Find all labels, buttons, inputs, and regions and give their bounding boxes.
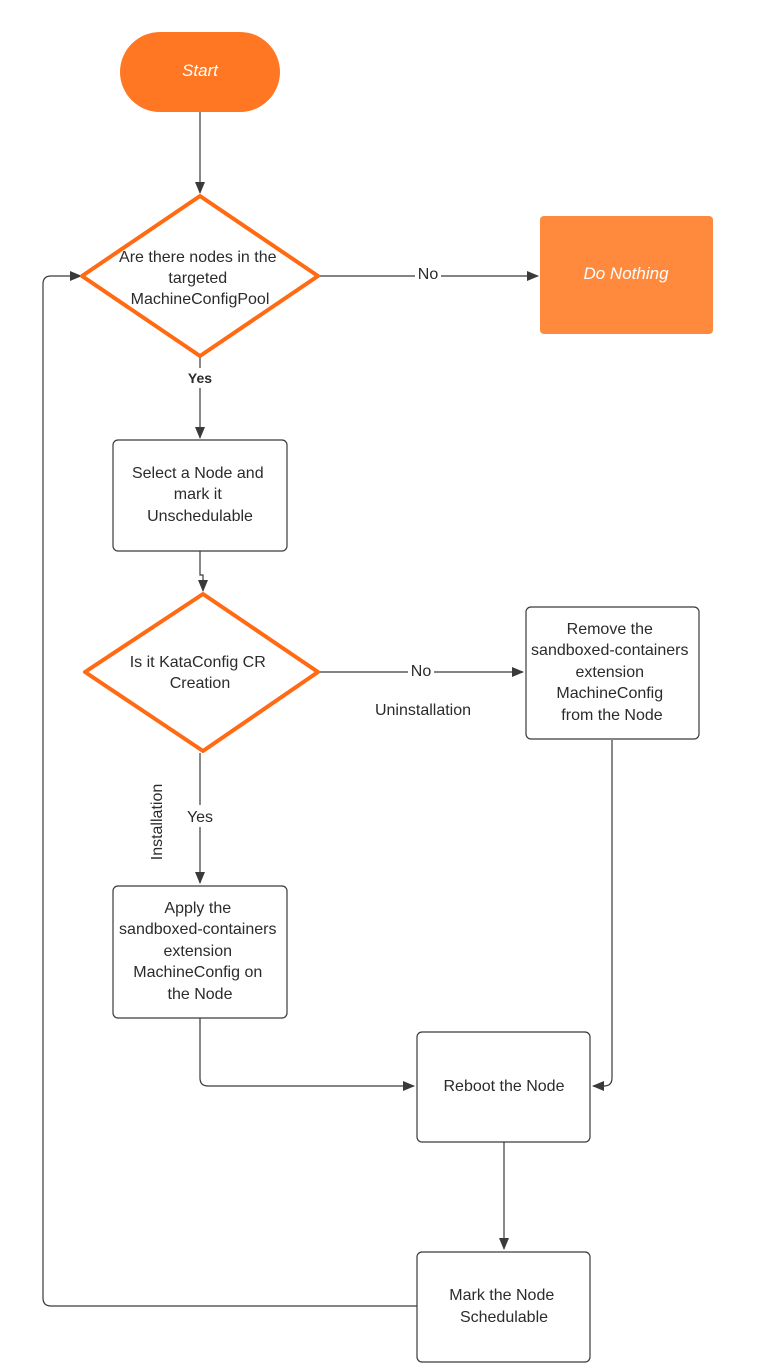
start-node: Start <box>120 32 280 112</box>
edge-label-bg-no-1 <box>415 265 441 285</box>
select-node-label-line-3: Unschedulable <box>147 508 253 525</box>
select-node-shape <box>112 439 288 552</box>
start-shape <box>120 32 280 112</box>
mark-schedulable-label: Mark the Node Schedulable <box>449 1287 558 1326</box>
edge-mark-loop-to-decision <box>42 271 417 1307</box>
edge-label-yes-1: Yes <box>188 370 212 386</box>
apply-mc-label-line-5: the Node <box>168 986 233 1003</box>
select-node-label-line-1: Select a Node and <box>132 465 264 482</box>
decision-nodes-in-pool: Are there nodes in the targeted MachineC… <box>80 194 320 358</box>
decision-kataconfig-creation: Is it KataConfig CR Creation <box>83 592 320 753</box>
decision-nodes-label: Are there nodes in the targeted MachineC… <box>119 249 281 308</box>
remove-mc-label-line-4: MachineConfig <box>556 685 663 702</box>
apply-machineconfig-box: Apply the sandboxed-containers extension… <box>112 885 288 1019</box>
edge-label-installation: Installation <box>149 784 166 861</box>
apply-mc-label-line-4: MachineConfig on <box>133 964 262 981</box>
apply-mc-label-line-2: sandboxed-containers <box>119 921 276 938</box>
apply-mc-label: Apply the sandboxed-containers extension… <box>119 900 281 1003</box>
edge-label-bg-yes-2 <box>183 805 217 827</box>
decision-nodes-label-line-2: targeted <box>168 270 227 287</box>
decision-nodes-label-line-1: Are there nodes in the <box>119 249 277 266</box>
mark-schedulable-label-line-1: Mark the Node <box>449 1287 554 1304</box>
edge-select-to-kata-decision <box>198 551 208 592</box>
remove-mc-shape <box>525 606 700 740</box>
mark-schedulable-shape <box>416 1251 591 1363</box>
reboot-node-box: Reboot the Node <box>416 1031 591 1143</box>
decision-kata-shape <box>83 592 320 753</box>
edge-label-no-2: No <box>411 663 432 680</box>
decision-kata-label-line-1: Is it KataConfig CR <box>130 654 266 671</box>
start-label: Start <box>182 61 219 80</box>
select-node-label-line-2: mark it <box>174 486 223 503</box>
mark-schedulable-label-line-2: Schedulable <box>460 1309 548 1326</box>
edge-apply-to-reboot <box>199 1018 415 1091</box>
edge-remove-to-reboot <box>592 740 613 1091</box>
remove-mc-label: Remove the sandboxed-containers extensio… <box>531 621 693 724</box>
remove-mc-label-line-5: from the Node <box>561 707 662 724</box>
edge-label-no-1: No <box>418 266 439 283</box>
remove-mc-label-line-3: extension <box>576 664 645 681</box>
edge-label-yes-2: Yes <box>187 809 213 826</box>
remove-mc-label-line-1: Remove the <box>567 621 653 638</box>
decision-kata-label: Is it KataConfig CR Creation <box>130 654 271 692</box>
do-nothing-node: Do Nothing <box>540 216 713 334</box>
apply-mc-label-line-3: extension <box>164 943 233 960</box>
apply-mc-shape <box>112 885 288 1019</box>
select-node-label: Select a Node and mark it Unschedulable <box>132 465 268 525</box>
decision-nodes-label-line-3: MachineConfigPool <box>131 291 270 308</box>
select-node-box: Select a Node and mark it Unschedulable <box>112 439 288 552</box>
apply-mc-label-line-1: Apply the <box>164 900 231 917</box>
edge-label-uninstallation: Uninstallation <box>375 702 471 719</box>
do-nothing-shape <box>540 216 713 334</box>
reboot-shape <box>416 1031 591 1143</box>
remove-machineconfig-box: Remove the sandboxed-containers extensio… <box>525 606 700 740</box>
edge-label-bg-no-2 <box>408 661 434 681</box>
decision-kata-label-line-2: Creation <box>170 675 230 692</box>
edge-label-bg-yes-1 <box>183 368 217 388</box>
decision-nodes-shape <box>80 194 320 358</box>
remove-mc-label-line-2: sandboxed-containers <box>531 642 688 659</box>
reboot-label: Reboot the Node <box>444 1078 565 1095</box>
mark-schedulable-box: Mark the Node Schedulable <box>416 1251 591 1363</box>
do-nothing-label: Do Nothing <box>583 264 669 283</box>
